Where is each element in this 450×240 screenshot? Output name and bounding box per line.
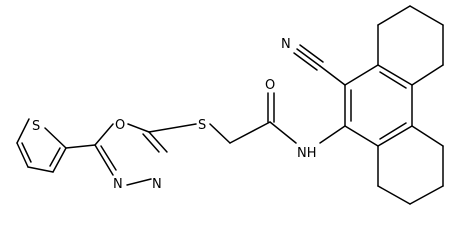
bonds [16, 5, 444, 205]
bond-ring-3 [377, 64, 413, 86]
bond-lower-2 [377, 185, 411, 205]
bond-thiophene-2 [16, 142, 29, 168]
atom-o-oxadiazole: O [115, 118, 125, 133]
bond-lower-5 [411, 125, 444, 147]
bond-co-nh [269, 121, 297, 144]
bond-thiophene-3 [27, 166, 54, 173]
bond-thiophene-5 [44, 127, 67, 149]
bond-thiophene-4 [52, 147, 67, 173]
bond-upper-3 [409, 5, 444, 26]
atom-labels: S O N N S O N NH [32, 37, 317, 192]
bond-thiophene-4b [49, 147, 61, 167]
bond-ring-5 [377, 125, 413, 147]
bond-thiophene-2b [21, 142, 32, 163]
bond-lower-3 [409, 185, 444, 205]
atom-n-oxadiazole-right: N [152, 177, 162, 192]
bond-upper-2 [377, 5, 411, 26]
bond-cn-triple-2 [293, 52, 318, 71]
bond-ch2-co [229, 121, 271, 144]
atom-n-cyano: N [281, 37, 291, 52]
bond-cn-triple-3 [299, 44, 324, 63]
bond-thiophene-oxadiazole [65, 144, 96, 149]
bond-oxadiazole-4 [94, 144, 114, 176]
bond-upper-5 [411, 64, 444, 86]
bond-s-ch2 [209, 123, 231, 144]
bond-ring-3b [379, 71, 407, 89]
bond-ring-2 [344, 64, 379, 86]
bond-c-s [148, 123, 197, 133]
molecule-structure: S O N N S O N NH [16, 5, 444, 205]
bond-cn-triple-1 [296, 48, 321, 67]
bond-oxadiazole-5 [126, 178, 152, 186]
bond-nh-ring [319, 125, 346, 144]
bond-oxadiazole-3b [142, 133, 160, 153]
bond-ring-6 [344, 125, 379, 147]
bond-ring-cn [319, 65, 346, 86]
bond-ring-5b [379, 122, 407, 140]
bond-oxadiazole-3 [148, 131, 168, 153]
bond-oxadiazole-2 [127, 123, 150, 133]
atom-o-carbonyl: O [265, 78, 275, 93]
atom-nh-amide: NH [297, 146, 317, 161]
atom-s-thioether: S [198, 118, 206, 133]
bond-thiophene-1 [16, 118, 30, 144]
bond-oxadiazole-4b [100, 145, 117, 171]
bond-oxadiazole-1 [94, 123, 114, 146]
atom-n-oxadiazole-left: N [113, 177, 123, 192]
atom-s-thiophene: S [32, 119, 40, 134]
